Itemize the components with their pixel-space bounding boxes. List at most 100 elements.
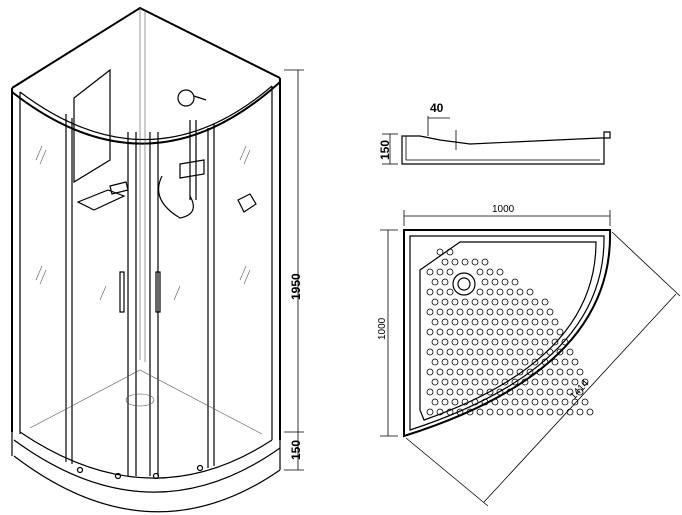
anti-slip-dot: [481, 298, 489, 306]
anti-slip-dot: [496, 368, 504, 376]
anti-slip-dot: [556, 408, 564, 416]
anti-slip-dot: [561, 338, 569, 346]
shower-cabin: [11, 6, 281, 513]
anti-slip-dot: [441, 338, 449, 346]
anti-slip-dot: [571, 358, 579, 366]
anti-slip-dot: [571, 398, 579, 406]
anti-slip-dot: [561, 378, 569, 386]
anti-slip-dot: [531, 378, 539, 386]
anti-slip-dot: [436, 248, 444, 256]
anti-slip-dot: [491, 358, 499, 366]
anti-slip-dot: [566, 348, 574, 356]
anti-slip-dot: [581, 398, 589, 406]
anti-slip-dot: [546, 328, 554, 336]
tray-front-arc: [19, 431, 273, 479]
cabin-roof-edge: [11, 6, 281, 89]
anti-slip-dot: [506, 368, 514, 376]
anti-slip-dot: [461, 378, 469, 386]
anti-slip-dot: [501, 338, 509, 346]
anti-slip-dot: [436, 408, 444, 416]
cabin-top-arc: [11, 81, 281, 145]
anti-slip-dot: [446, 408, 454, 416]
anti-slip-dot: [541, 318, 549, 326]
anti-slip-dot: [496, 328, 504, 336]
anti-slip-dot: [441, 318, 449, 326]
tray-depth-label: 1000: [377, 317, 388, 340]
anti-slip-dot: [526, 408, 534, 416]
cabin-tray-height-label: 150: [289, 440, 303, 460]
anti-slip-dot: [506, 348, 514, 356]
anti-slip-dot: [491, 378, 499, 386]
anti-slip-dot: [516, 288, 524, 296]
anti-slip-dot: [426, 348, 434, 356]
anti-slip-dot: [501, 298, 509, 306]
anti-slip-dot: [456, 348, 464, 356]
anti-slip-dot: [566, 368, 574, 376]
anti-slip-dot: [476, 328, 484, 336]
anti-slip-dot: [426, 288, 434, 296]
anti-slip-dot: [436, 308, 444, 316]
anti-slip-dot: [511, 378, 519, 386]
anti-slip-dot: [531, 358, 539, 366]
anti-slip-dot: [551, 338, 559, 346]
anti-slip-dot: [446, 248, 454, 256]
anti-slip-dot: [531, 338, 539, 346]
anti-slip-dot: [436, 348, 444, 356]
anti-slip-dot: [451, 298, 459, 306]
anti-slip-dot: [516, 348, 524, 356]
anti-slip-dot: [486, 348, 494, 356]
anti-slip-dot: [526, 288, 534, 296]
anti-slip-dot: [576, 388, 584, 396]
anti-slip-dot: [441, 278, 449, 286]
anti-slip-dot: [536, 328, 544, 336]
anti-slip-dot: [436, 388, 444, 396]
anti-slip-dot: [511, 358, 519, 366]
anti-slip-dot: [451, 258, 459, 266]
anti-slip-dot: [566, 388, 574, 396]
anti-slip-dot: [486, 408, 494, 416]
anti-slip-dot: [451, 398, 459, 406]
anti-slip-dot: [456, 368, 464, 376]
anti-slip-dot: [476, 368, 484, 376]
anti-slip-dot: [501, 318, 509, 326]
anti-slip-dot: [541, 398, 549, 406]
anti-slip-dot: [446, 368, 454, 376]
anti-slip-dot: [531, 318, 539, 326]
anti-slip-pattern: [426, 248, 594, 416]
anti-slip-dot: [536, 408, 544, 416]
tray-width-label: 1000: [492, 204, 515, 215]
anti-slip-dot: [426, 328, 434, 336]
anti-slip-dot: [431, 398, 439, 406]
anti-slip-dot: [486, 268, 494, 276]
back-panel-mirror: [73, 68, 111, 184]
anti-slip-dot: [446, 308, 454, 316]
anti-slip-dot: [506, 408, 514, 416]
anti-slip-dot: [511, 398, 519, 406]
anti-slip-dot: [541, 298, 549, 306]
anti-slip-dot: [516, 308, 524, 316]
anti-slip-dot: [441, 378, 449, 386]
anti-slip-dot: [451, 338, 459, 346]
anti-slip-dot: [556, 368, 564, 376]
anti-slip-dot: [506, 328, 514, 336]
anti-slip-dot: [501, 358, 509, 366]
cabin-dimensions: 1950 150: [284, 69, 304, 471]
anti-slip-dot: [431, 358, 439, 366]
anti-slip-dot: [441, 358, 449, 366]
anti-slip-dot: [446, 348, 454, 356]
anti-slip-dot: [456, 388, 464, 396]
anti-slip-dot: [521, 358, 529, 366]
anti-slip-dot: [576, 408, 584, 416]
anti-slip-dot: [471, 398, 479, 406]
tray-side-profile: [401, 131, 611, 165]
anti-slip-dot: [581, 378, 589, 386]
anti-slip-dot: [471, 338, 479, 346]
tray-base-arc: [13, 455, 281, 513]
anti-slip-dot: [481, 358, 489, 366]
anti-slip-dot: [516, 388, 524, 396]
anti-slip-dot: [526, 328, 534, 336]
anti-slip-dot: [426, 408, 434, 416]
anti-slip-dot: [471, 298, 479, 306]
anti-slip-dot: [486, 388, 494, 396]
